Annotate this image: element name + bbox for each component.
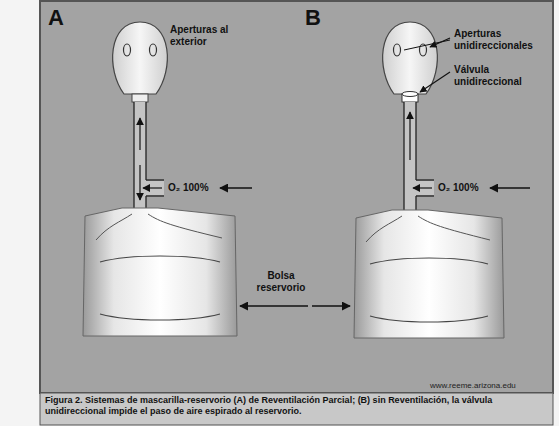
bag-b bbox=[354, 210, 504, 338]
opening-label: Aperturas unidireccionales bbox=[454, 28, 548, 51]
opening-leader bbox=[404, 40, 450, 50]
opening-label: Aperturas al exterior bbox=[170, 24, 242, 47]
watermark: www.reeme.arizona.edu bbox=[430, 381, 550, 390]
bag-label: Bolsa reservorio bbox=[248, 270, 314, 293]
panel-letter: B bbox=[305, 7, 335, 29]
valve-leader bbox=[420, 72, 450, 92]
valve-label: Válvula unidireccional bbox=[454, 64, 548, 87]
oxygen-label: O₂ 100% bbox=[168, 182, 220, 194]
bag-pointer-a bbox=[240, 305, 308, 307]
panel-letter: A bbox=[48, 7, 78, 29]
oxygen-label: O₂ 100% bbox=[438, 182, 490, 194]
figure-caption: Figura 2. Sistemas de mascarilla-reservo… bbox=[45, 395, 550, 418]
tube-a bbox=[134, 102, 164, 208]
bag-pointer-b bbox=[312, 305, 350, 307]
o2-arrow-b bbox=[490, 187, 530, 189]
mask-a bbox=[113, 22, 168, 102]
bag-a bbox=[83, 208, 237, 336]
o2-arrow-a bbox=[220, 187, 252, 189]
tube-b bbox=[404, 102, 434, 210]
mask-b bbox=[383, 22, 438, 102]
